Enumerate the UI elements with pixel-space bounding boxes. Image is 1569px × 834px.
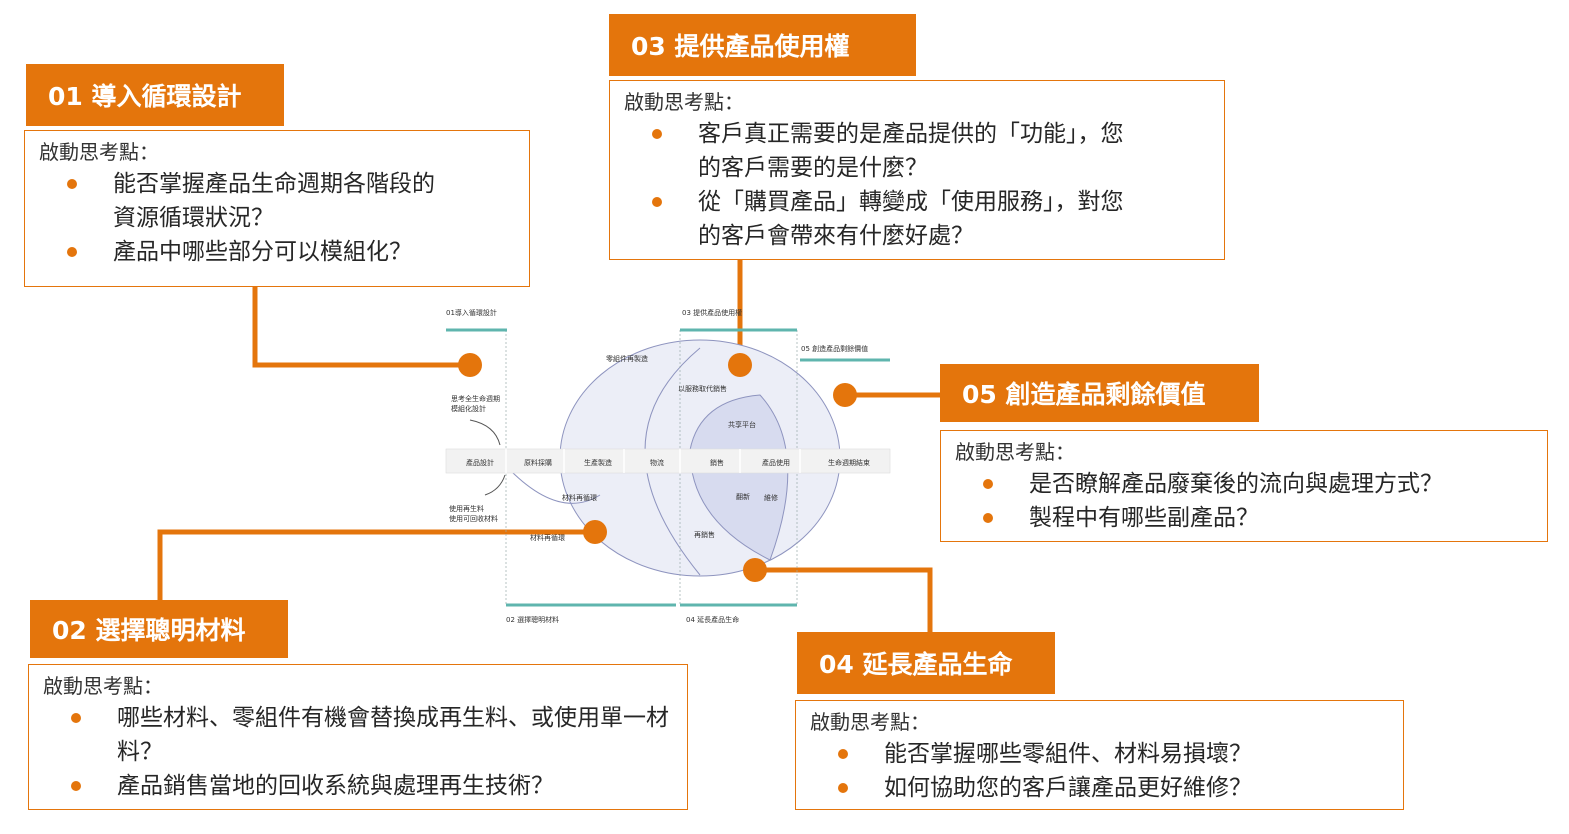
connector-04 — [755, 567, 933, 632]
diagram-note: 零組件再製造 — [606, 354, 648, 363]
marker-dot — [743, 558, 767, 582]
list-item: 能否掌握哪些零組件、材料易損壞？ — [810, 737, 1393, 771]
list-item: 客戶真正需要的是產品提供的「功能」，您的客戶需要的是什麼？ — [624, 117, 1138, 185]
list-item: 從「購買產品」轉變成「使用服務」，對您的客戶會帶來有什麼好處？ — [624, 185, 1138, 253]
stage-label: 原料採購 — [524, 458, 552, 467]
list-item: 如何協助您的客戶讓產品更好維修？ — [810, 771, 1393, 805]
marker-dot — [728, 353, 752, 377]
marker-dot — [833, 383, 857, 407]
lead-label: 啟動思考點： — [955, 440, 1075, 464]
stage-label: 銷售 — [710, 458, 724, 467]
list-item: 能否掌握產品生命週期各階段的資源循環狀況？ — [39, 167, 443, 235]
list-item: 產品銷售當地的回收系統與處理再生技術？ — [43, 769, 677, 803]
section-label: 01導入循環設計 — [446, 308, 497, 317]
card-05-title: 05 創造產品剩餘價值 — [940, 364, 1259, 422]
list-item: 哪些材料、零組件有機會替換成再生料、或使用單一材料？ — [43, 701, 677, 769]
section-label: 04 延長產品生命 — [686, 615, 739, 624]
stage-label: 生產製造 — [584, 458, 612, 467]
section-label: 05 創造產品剩餘價值 — [801, 344, 868, 353]
diagram-note: 思考全生命週期 — [451, 394, 500, 403]
diagram-note: 以服務取代銷售 — [678, 384, 727, 393]
card-02-title: 02 選擇聰明材料 — [30, 600, 288, 658]
diagram-note: 材料再循環 — [530, 533, 565, 542]
card-04-title: 04 延長產品生命 — [797, 632, 1055, 694]
lead-label: 啟動思考點： — [39, 140, 159, 164]
card-01-box: 啟動思考點： 能否掌握產品生命週期各階段的資源循環狀況？ 產品中哪些部分可以模組… — [24, 130, 530, 287]
card-03-box: 啟動思考點： 客戶真正需要的是產品提供的「功能」，您的客戶需要的是什麼？ 從「購… — [609, 80, 1225, 260]
diagram-note: 再銷售 — [694, 530, 715, 539]
section-label: 02 選擇聰明材料 — [506, 615, 559, 624]
card-01-title: 01 導入循環設計 — [26, 64, 284, 126]
stage-label: 產品設計 — [466, 458, 494, 467]
section-label: 03 提供產品使用權 — [682, 308, 742, 317]
stage-label: 物流 — [650, 458, 664, 467]
stage-label: 生命週期結束 — [828, 458, 870, 467]
list-item: 製程中有哪些副產品？ — [955, 501, 1537, 535]
connector-02 — [157, 529, 595, 600]
connector-01 — [252, 287, 470, 368]
card-05-box: 啟動思考點： 是否瞭解產品廢棄後的流向與處理方式？ 製程中有哪些副產品？ — [940, 430, 1548, 542]
stage-label: 產品使用 — [762, 458, 790, 467]
diagram-note: 維修 — [764, 493, 778, 502]
card-04-box: 啟動思考點： 能否掌握哪些零組件、材料易損壞？ 如何協助您的客戶讓產品更好維修？ — [795, 700, 1404, 810]
list-item: 是否瞭解產品廢棄後的流向與處理方式？ — [955, 467, 1537, 501]
diagram-note: 翻新 — [736, 492, 750, 501]
marker-dot — [458, 353, 482, 377]
card-03-title: 03 提供產品使用權 — [609, 14, 916, 76]
card-02-box: 啟動思考點： 哪些材料、零組件有機會替換成再生料、或使用單一材料？ 產品銷售當地… — [28, 664, 688, 810]
diagram-note: 使用可回收材料 — [449, 514, 498, 523]
lifecycle-diagram: 01導入循環設計 03 提供產品使用權 05 創造產品剩餘價值 02 選擇聰明材… — [445, 308, 891, 624]
diagram-note: 材料再循環 — [562, 493, 597, 502]
diagram-note: 使用再生料 — [449, 504, 484, 513]
diagram-note: 模組化設計 — [451, 404, 486, 413]
list-item: 產品中哪些部分可以模組化？ — [39, 235, 519, 269]
lead-label: 啟動思考點： — [810, 710, 930, 734]
diagram-note: 共享平台 — [728, 420, 756, 429]
marker-dot — [583, 520, 607, 544]
lead-label: 啟動思考點： — [624, 90, 744, 114]
lead-label: 啟動思考點： — [43, 674, 163, 698]
